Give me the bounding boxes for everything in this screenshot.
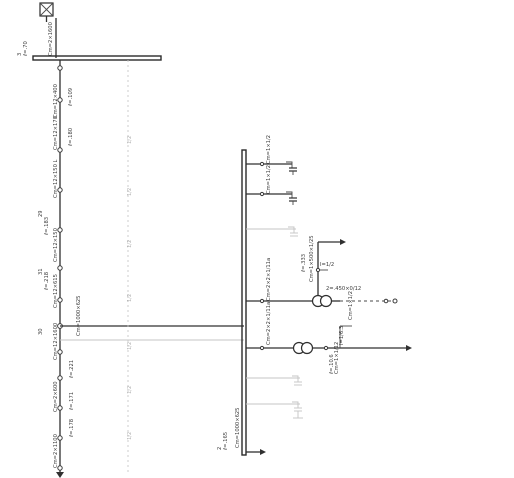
capacitor-icon: [292, 401, 299, 408]
source-label: Cm=2×1600: [48, 22, 54, 56]
dashed-label: 1/2: [127, 342, 133, 350]
tx-side: 2=.450×0/12: [326, 286, 361, 292]
dashed-label: 1/2: [127, 294, 133, 302]
branch-2-label: Cm=1×1/2: [266, 165, 272, 194]
tx-bottom-length: ℓ=.10.6: [329, 354, 335, 375]
output-terminal: [392, 298, 398, 304]
dashed-label: 1/2: [127, 386, 133, 394]
branch-2: Cm=1×1/2: [246, 165, 297, 205]
seg-4-node: 29: [38, 210, 44, 217]
arrow-right-icon: [340, 239, 346, 245]
seg-4-name: Cm=12×150: [53, 228, 59, 262]
branch-5-label: Cm=2×2×1/11a: [266, 302, 272, 345]
seg-1-length: ℓ=.109: [68, 88, 74, 107]
seg-6-length: ℓ=.221: [69, 360, 75, 379]
branch-node: [259, 345, 265, 351]
branch-node: [259, 298, 265, 304]
dashed-auxiliary: 1/2 1/2 1/2 1/2 1/2 1/2 1/2: [127, 60, 133, 475]
feeder-node: [57, 65, 63, 71]
dashed-label: 1/2: [127, 188, 133, 196]
left-feeder: Cm=12×400 ℓ=.109 Cm=12×170 ℓ=.180 Cm=12×…: [38, 60, 75, 478]
branch-5: Cm=2×2×1/11a I=1/6.3 ℓ=.10.6 Cm=1×1/12: [246, 302, 412, 375]
branch-4-label: Cm=2×2×1/11a: [266, 258, 272, 301]
tx-rating: I=1/2: [320, 262, 334, 268]
capacitor-icon: [286, 191, 293, 198]
seg-1-name: Cm=12×400: [53, 84, 59, 118]
capacitor-icon: [286, 161, 293, 168]
tx-out-label: Cm=1×1/2: [348, 291, 354, 320]
feeder-node: [57, 375, 63, 381]
seg-5-name: Cm=12×615: [53, 274, 59, 308]
seg-7-length: ℓ=.171: [69, 392, 75, 411]
source-block: Cm=2×1600: [39, 2, 54, 56]
feeder-node: [57, 349, 63, 355]
branch-4: Cm=2×2×1/11a ℓ=.333 Cm=1×500×1/25 I=1/2 …: [246, 235, 400, 320]
dashed-label: 1/2: [127, 240, 133, 248]
seg-8-length: ℓ=.178: [69, 419, 75, 438]
top-bus: 3 ℓ=.70: [17, 41, 162, 61]
main-bus-number: 2: [217, 447, 223, 450]
seg-4-length: ℓ=.183: [44, 217, 50, 236]
feeder-node: [57, 435, 63, 441]
seg-2-name: Cm=12×170: [53, 116, 59, 150]
tie-cable-label: Cm=1000×625: [76, 296, 82, 336]
main-bus-bar: [241, 149, 247, 456]
seg-9-name: Cm=2×1100: [53, 434, 59, 468]
branch-node: [259, 161, 265, 167]
branch-1: Cm=1×1/2: [246, 135, 297, 175]
branch-node: [259, 191, 265, 197]
feeder-node: [57, 265, 63, 271]
top-bus-number: 3: [17, 53, 23, 56]
seg-5-node: 31: [38, 268, 44, 275]
output-node: [383, 298, 389, 304]
feeder-node: [57, 187, 63, 193]
main-bus-tail-arrow-icon: [260, 449, 266, 455]
feeder-node: [57, 97, 63, 103]
branch-6: [246, 375, 302, 386]
capacitor-icon: [292, 375, 299, 382]
branch-3: [246, 226, 298, 237]
seg-6-name: Cm=12×1600: [53, 323, 59, 360]
tx-label: I=1/6.3: [339, 326, 345, 345]
capacitor-icon: [288, 226, 295, 233]
main-bus-cable: Cm=1000×625: [235, 408, 241, 448]
seg-5-length: ℓ=.218: [44, 272, 50, 291]
branch-1-label: Cm=1×1/2: [266, 135, 272, 164]
seg-7-name: Cm=2×600: [53, 381, 59, 412]
arrow-right-icon: [406, 345, 412, 351]
feeder-node: [57, 227, 63, 233]
feeder-node: [57, 147, 63, 153]
branch-7: [246, 401, 303, 419]
feeder-end-arrow-icon: [56, 472, 64, 478]
main-bus: 2 ℓ=.165 Cm=1000×625: [217, 149, 266, 456]
seg-2-length: ℓ=.180: [68, 128, 74, 147]
feeder-node: [57, 465, 63, 471]
tx-top-length: ℓ=.333: [301, 254, 307, 273]
top-bus-bar: [32, 55, 162, 61]
tx-bottom-cable: Cm=1×1/12: [334, 342, 340, 374]
feeder-node: [57, 297, 63, 303]
top-bus-length: ℓ=.70: [23, 41, 29, 57]
seg-3-name: Cm=12×150 L: [53, 159, 59, 198]
main-bus-length: ℓ=.165: [223, 432, 229, 451]
dashed-label: 1/2: [127, 136, 133, 144]
branch-node: [315, 267, 321, 273]
feeder-node: [57, 405, 63, 411]
dashed-label: 1/2: [127, 432, 133, 440]
tx-cable: Cm=1×500×1/25: [309, 235, 315, 282]
tie-cable: Cm=1000×625: [60, 296, 244, 341]
seg-6-node: 30: [38, 328, 44, 335]
branch-node: [323, 345, 329, 351]
